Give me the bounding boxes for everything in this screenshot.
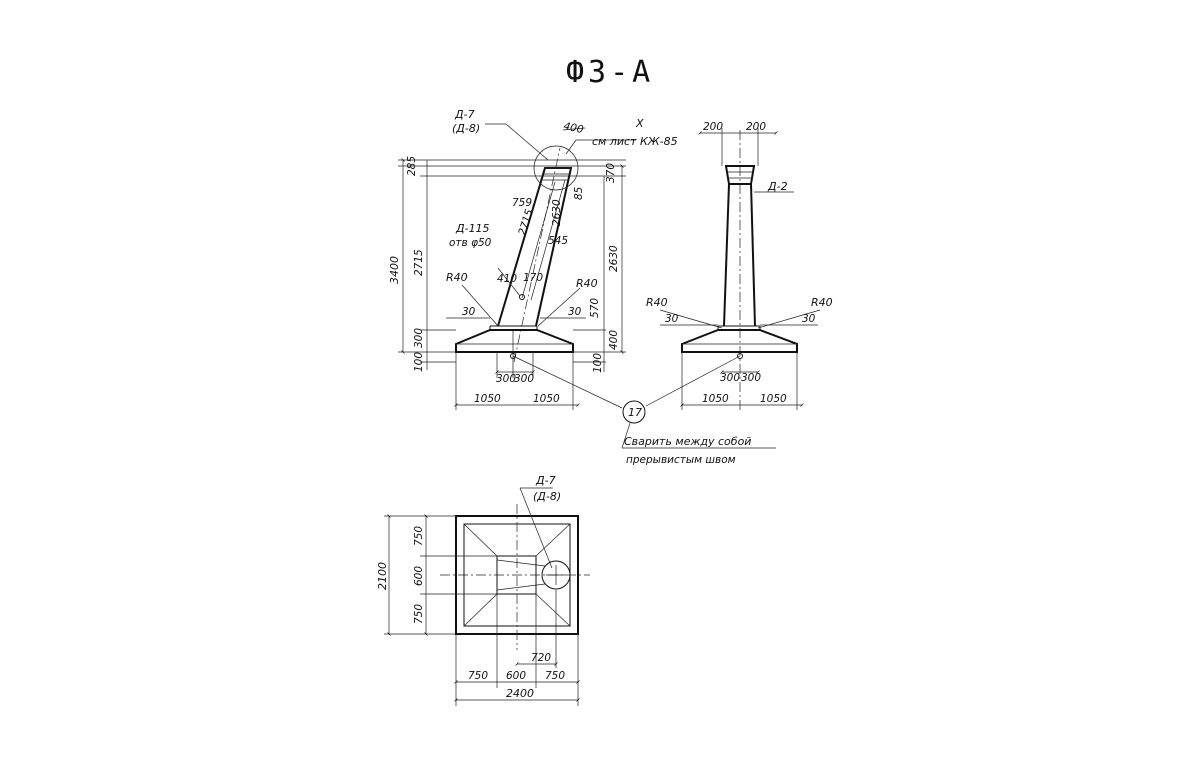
front-dim-410: 410	[497, 273, 517, 285]
front-callout-top-alt: (Д-8)	[452, 122, 480, 135]
front-dim-400-top: 400	[562, 120, 584, 136]
front-view	[398, 123, 636, 410]
side-dim-300a: 300	[720, 372, 740, 384]
front-dim-170: 170	[523, 272, 543, 284]
front-inclined-column	[497, 167, 573, 327]
plan-callout-alt: (Д-8)	[533, 490, 561, 503]
side-footing-slab	[681, 329, 798, 353]
side-dim-30-left: 30	[665, 313, 679, 325]
front-callout-top: Д-7	[454, 108, 475, 121]
front-dim-285: 285	[406, 156, 418, 176]
weld-mark-circle	[622, 400, 646, 424]
plan-dim-750-top: 750	[413, 526, 425, 546]
front-dim-1050-right: 1050	[533, 393, 560, 405]
plan-view	[384, 487, 590, 706]
front-ref-mark: X	[635, 117, 644, 130]
plan-dim-600-h: 600	[506, 670, 526, 682]
front-dim-2630-inner: 2630	[551, 199, 563, 226]
front-dim-759: 759	[512, 197, 532, 209]
front-dim-300a: 300	[496, 373, 516, 385]
side-radius-right: R40	[811, 296, 833, 309]
side-dim-1050-right: 1050	[760, 393, 787, 405]
front-radius-left: R40	[446, 271, 468, 284]
front-dim-85: 85	[573, 186, 585, 200]
weld-note-line1: Сварить между собой	[624, 435, 751, 448]
side-dim-1050-left: 1050	[702, 393, 729, 405]
plan-dim-750-bottom: 750	[413, 604, 425, 624]
weld-note-line2: прерывистым швом	[626, 454, 736, 466]
front-callout-hole: Д-115	[455, 222, 490, 235]
drawing-title: ФЗ-А	[566, 55, 654, 90]
plan-dim-720: 720	[531, 652, 551, 664]
front-dim-370: 370	[605, 163, 617, 183]
plan-dim-750-left: 750	[468, 670, 488, 682]
front-dim-1050-left: 1050	[474, 393, 501, 405]
side-dim-200-right: 200	[746, 121, 766, 133]
front-dim-30-right: 30	[568, 306, 582, 318]
weld-mark	[512, 355, 776, 449]
front-radius-right: R40	[576, 277, 598, 290]
plan-callout: Д-7	[535, 474, 556, 487]
plan-dim-600-v: 600	[413, 566, 425, 586]
plan-dim-750-right: 750	[545, 670, 565, 682]
front-dim-3400: 3400	[388, 256, 401, 284]
front-dim-300: 300	[413, 328, 425, 348]
front-detail-circle	[533, 145, 579, 191]
side-dim-300b: 300	[741, 372, 761, 384]
front-ref-note: см лист КЖ-85	[592, 135, 678, 148]
side-callout: Д-2	[767, 180, 788, 193]
side-view	[659, 128, 821, 410]
front-dim-570: 570	[589, 298, 601, 318]
side-dim-30-right: 30	[802, 313, 816, 325]
plan-dim-2400: 2400	[506, 687, 534, 700]
front-dim-2715: 2715	[413, 249, 425, 276]
weld-mark-number: 17	[628, 406, 642, 419]
anchor-point-side	[737, 353, 743, 359]
side-dim-200-left: 200	[703, 121, 723, 133]
front-dim-30-left: 30	[462, 306, 476, 318]
front-callout-hole-note: отв φ50	[449, 237, 492, 249]
front-dim-2715-inner: 2715	[516, 208, 535, 237]
plan-dim-2100: 2100	[376, 562, 389, 590]
front-dim-400-right: 400	[608, 330, 620, 350]
side-column	[723, 183, 756, 327]
front-dim-545: 545	[548, 235, 568, 247]
front-dim-2630: 2630	[608, 245, 620, 272]
front-footing-slab	[455, 329, 574, 353]
front-dim-100-left: 100	[413, 352, 425, 372]
front-dim-300b: 300	[514, 373, 534, 385]
side-radius-left: R40	[646, 296, 668, 309]
front-dim-100-right: 100	[592, 353, 604, 373]
